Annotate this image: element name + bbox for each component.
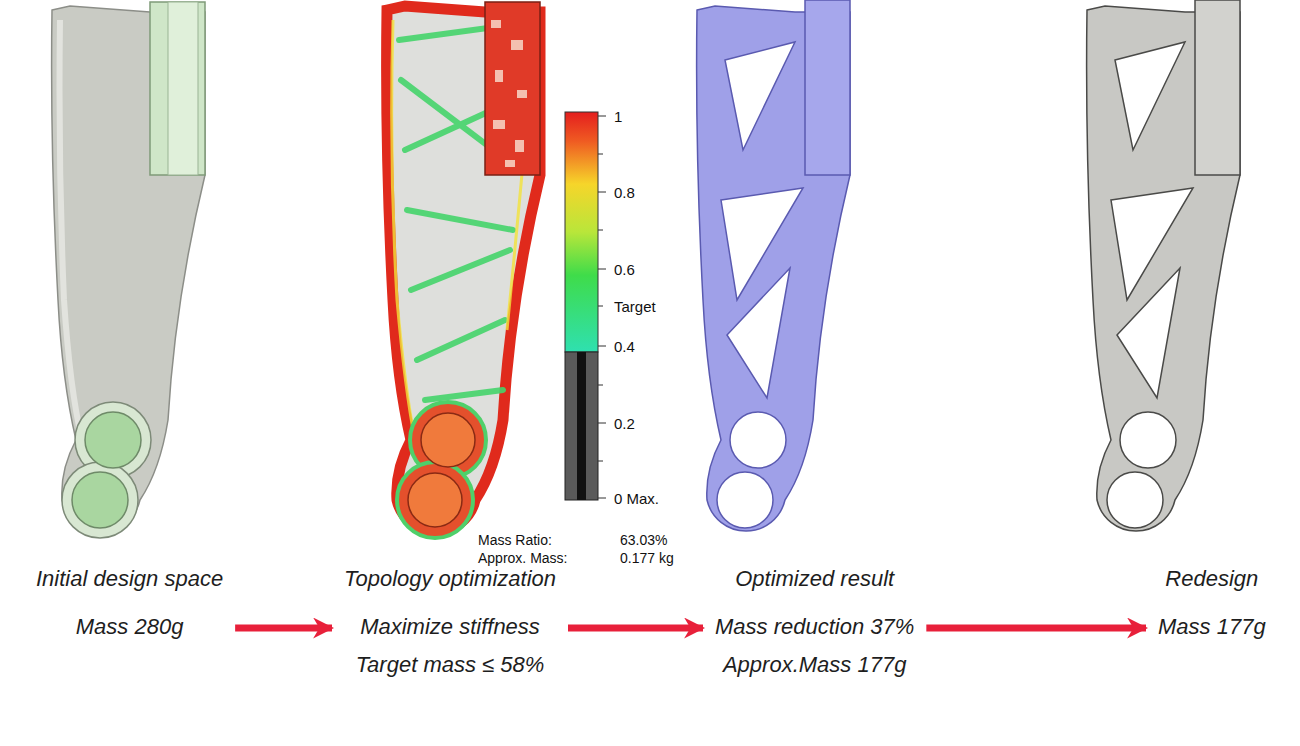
bore-hole [1120,412,1176,468]
cutout [1111,188,1193,300]
stage-title: Redesign [1158,560,1266,598]
bore-hole [730,412,786,468]
mass-readout: 63.03% [620,532,667,548]
mount-tab [1195,0,1240,175]
redesign-part [1087,0,1240,531]
process-arrow [235,625,332,632]
stage-detail: Approx.Mass 177g [715,646,914,684]
stage-detail: Mass reduction 37% [715,608,914,646]
optimized-part [697,0,850,531]
process-arrow [568,625,703,632]
scale-label: Target [614,298,656,315]
stage-caption: Optimized resultMass reduction 37%Approx… [715,560,914,684]
mount-tab [485,2,540,175]
scale-label: 0 Max. [614,490,659,507]
bore-hole [85,412,141,468]
cutout [727,268,790,398]
scale-label: 1 [614,108,622,125]
stage-detail: Mass 177g [1158,608,1266,646]
stage-title: Optimized result [715,560,914,598]
part-highlight [60,20,83,440]
stage-title: Initial design space [36,560,223,598]
scale-label: 0.4 [614,338,635,355]
optimization-part [387,2,540,538]
cutout [721,188,803,300]
scale-ticks [598,116,606,498]
mass-readout: Approx. Mass: [478,550,567,566]
cutout [725,42,795,150]
mass-readout: 0.177 kg [620,550,674,566]
bore-ring [397,462,473,538]
cutout [1117,268,1180,398]
design-space-part [52,2,205,538]
process-arrow [926,625,1146,632]
bore-hole [408,473,462,527]
bore-ring [62,462,138,538]
scale-label: 0.2 [614,415,635,432]
scale-label: 0.8 [614,184,635,201]
mount-tab [150,2,205,175]
stage-detail: Mass 280g [36,608,223,646]
color-bar-stripe [577,352,586,500]
stage-caption: Initial design spaceMass 280g [36,560,223,646]
bore-hole [717,472,773,528]
stage-caption: RedesignMass 177g [1158,560,1266,646]
stage-detail: Maximize stiffness [344,608,556,646]
scale-label: 0.6 [614,261,635,278]
mount-tab-texture [491,20,527,167]
mount-tab-face [168,2,198,175]
bore-hole [1107,472,1163,528]
stage-caption: Topology optimizationMaximize stiffnessT… [344,560,556,684]
cutout [1115,42,1185,150]
bore-hole [421,413,475,467]
stage-detail: Target mass ≤ 58% [344,646,556,684]
color-scale [565,112,606,500]
color-bar-low [565,352,598,500]
mount-tab [805,0,850,175]
bore-hole [72,472,128,528]
color-bar [565,112,598,352]
mass-readout: Mass Ratio: [478,532,552,548]
